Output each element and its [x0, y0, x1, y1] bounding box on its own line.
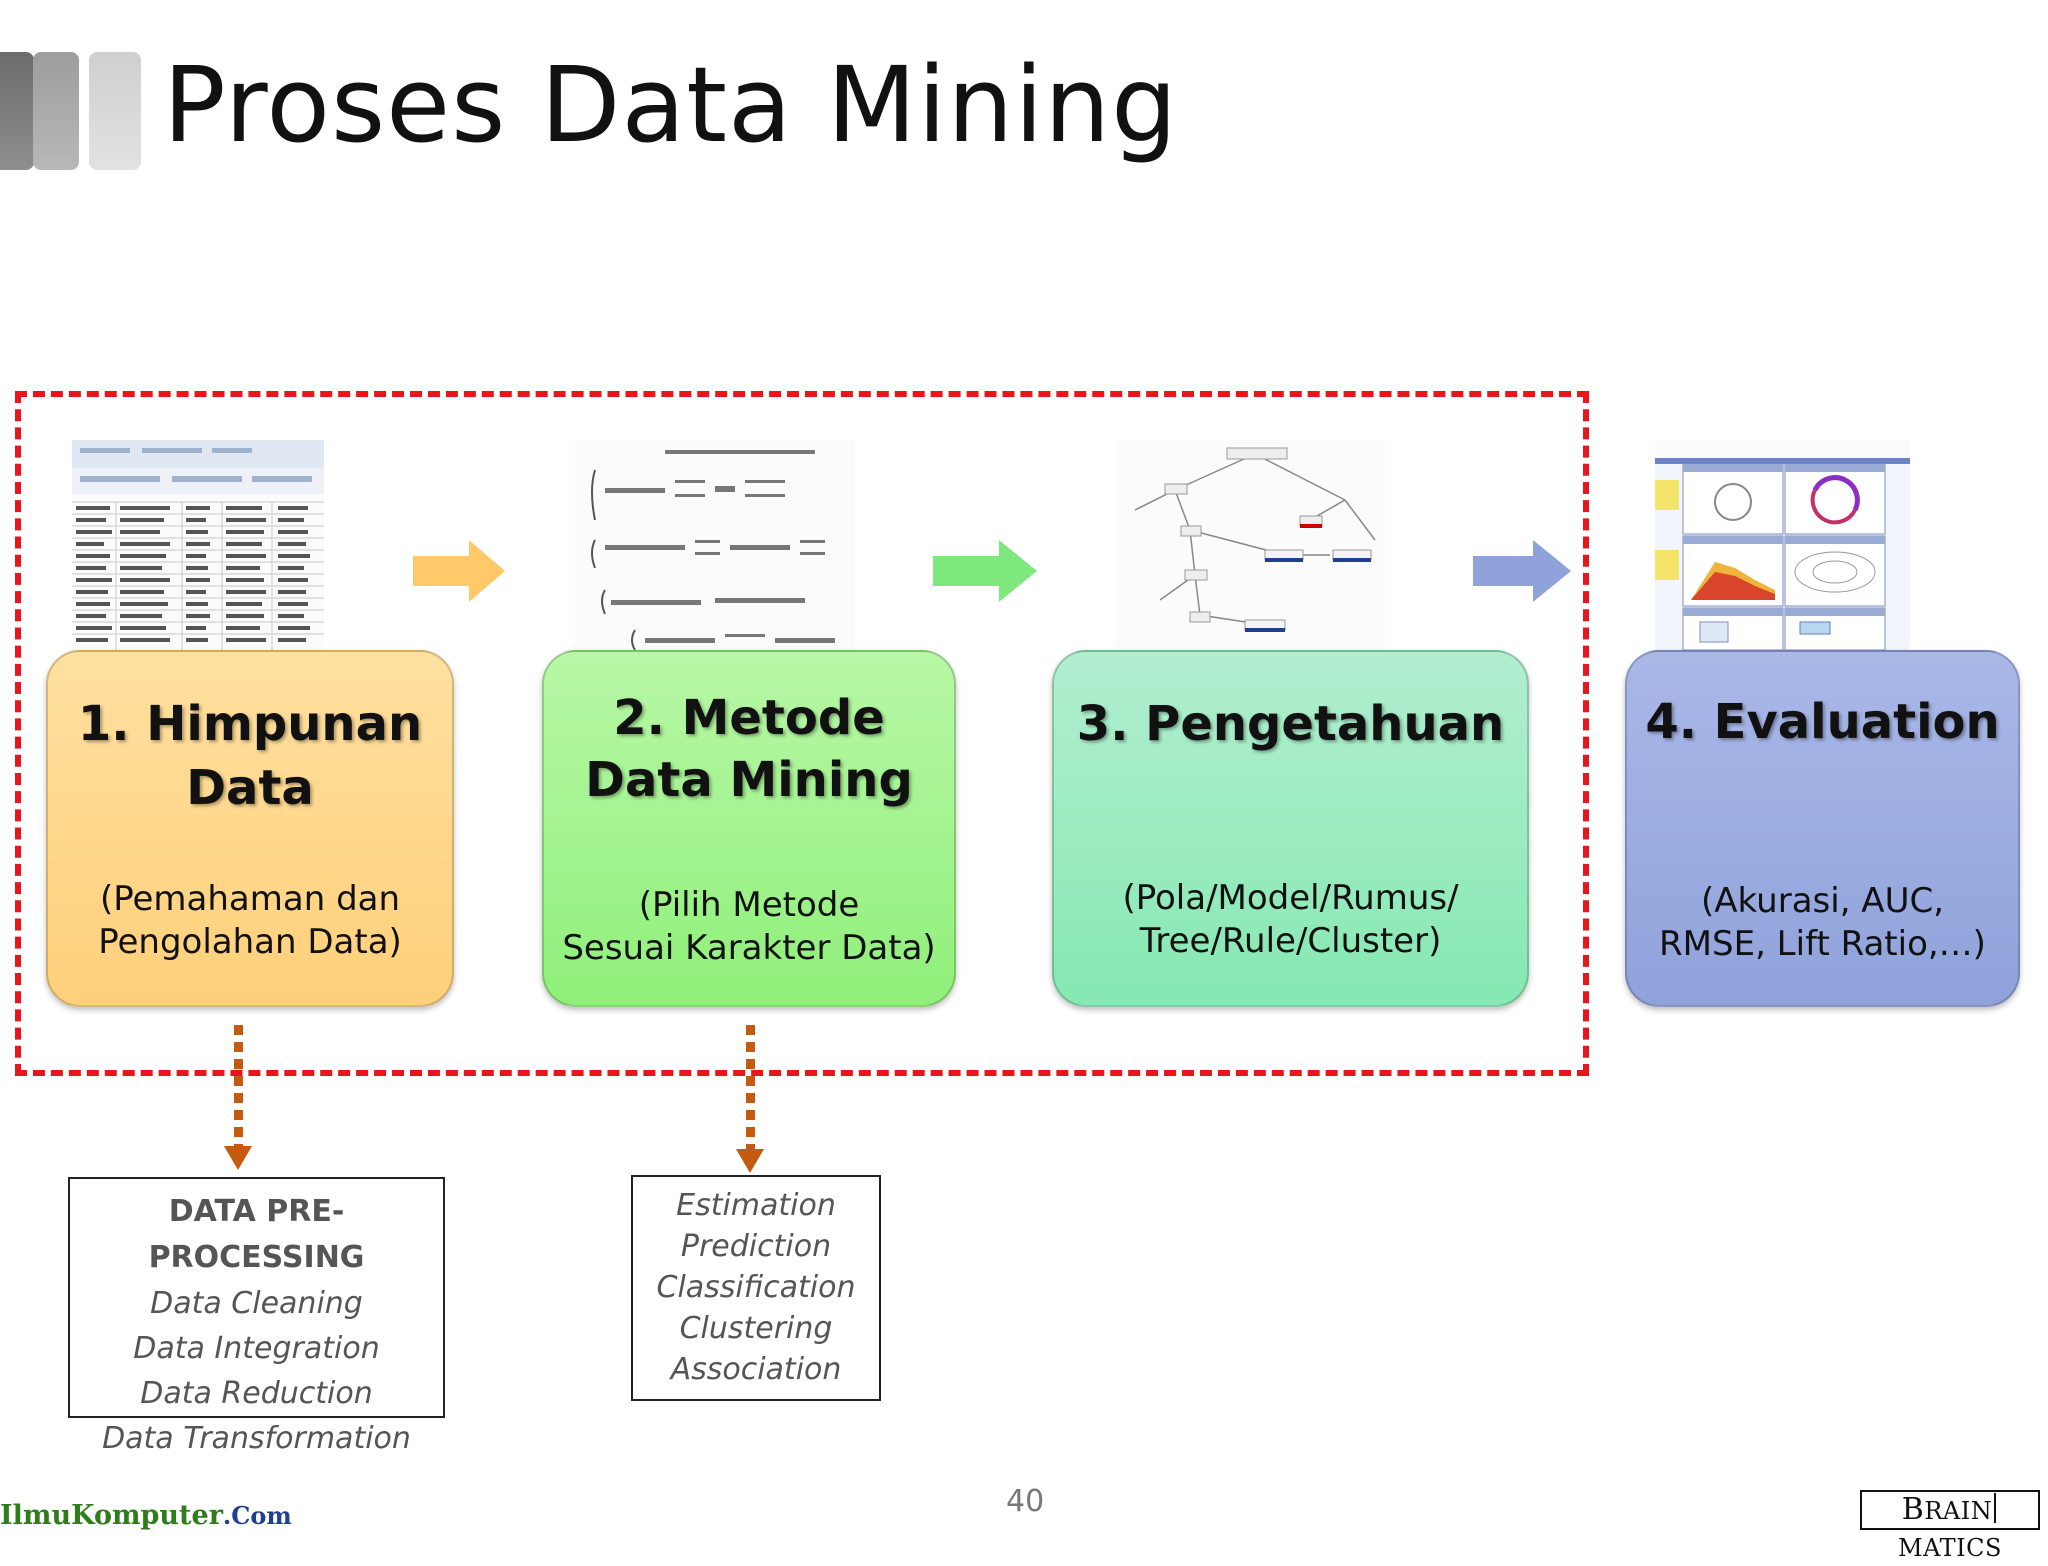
step-sub-line1: (Akurasi, AUC, [1701, 881, 1944, 921]
dotted-connector [746, 1025, 755, 1150]
list-item: Estimation [676, 1188, 836, 1223]
step-sub-line2: Pengolahan Data) [98, 922, 402, 962]
step-heading-line1: 1. Himpunan [77, 696, 423, 752]
step-sub-line2: Sesuai Karakter Data) [562, 928, 936, 968]
slide-title: Proses Data Mining [163, 44, 1179, 166]
step-sub-line1: (Pemahaman dan [99, 879, 401, 919]
decision-tree-thumbnail [1115, 440, 1385, 650]
arrow-right-icon [933, 540, 1037, 602]
formula-thumbnail [575, 440, 855, 650]
list-item: Clustering [679, 1311, 833, 1346]
list-item: Data Cleaning [150, 1286, 363, 1321]
list-item: Association [670, 1352, 842, 1387]
arrow-right-icon [413, 540, 505, 602]
list-item: Data Integration [133, 1331, 380, 1366]
dotted-connector [234, 1025, 243, 1147]
core-process-highlight-border [15, 391, 1589, 1076]
step-sub-line1: (Pola/Model/Rumus/ [1122, 878, 1459, 918]
preprocessing-heading: DATA PRE-PROCESSING [148, 1194, 365, 1275]
list-item: Prediction [680, 1229, 832, 1264]
step-sub-line1: (Pilih Metode [638, 885, 860, 925]
arrow-right-icon [1473, 540, 1571, 602]
process-models-thumbnail [1655, 440, 1910, 650]
list-item: Data Reduction [140, 1376, 373, 1411]
arrow-down-icon [224, 1146, 252, 1170]
page-number: 40 [1006, 1484, 1045, 1519]
step-metode-data-mining: 2. Metode Data Mining (Pilih Metode Sesu… [542, 650, 956, 1007]
ilmukomputer-logo: IlmuKomputer.Com [0, 1500, 292, 1531]
title-accent-bar-2 [33, 52, 79, 170]
title-accent-bar-1 [0, 52, 34, 170]
step-evaluation: 4. Evaluation (Akurasi, AUC, RMSE, Lift … [1625, 650, 2020, 1007]
step-pengetahuan: 3. Pengetahuan (Pola/Model/Rumus/ Tree/R… [1052, 650, 1529, 1007]
step-heading-line1: 2. Metode [613, 690, 885, 746]
preprocessing-box: DATA PRE-PROCESSING Data Cleaning Data I… [68, 1177, 445, 1456]
step-heading-line1: 4. Evaluation [1645, 694, 2000, 750]
list-item: Data Transformation [102, 1421, 411, 1456]
step-heading-line2: Data [186, 760, 314, 816]
list-item: Classification [656, 1270, 856, 1305]
arrow-down-icon [736, 1149, 764, 1173]
spreadsheet-thumbnail [72, 440, 324, 650]
title-accent-bar-3 [89, 52, 141, 170]
step-sub-line2: Tree/Rule/Cluster) [1139, 921, 1442, 961]
step-himpunan-data: 1. Himpunan Data (Pemahaman dan Pengolah… [46, 650, 454, 1007]
step-sub-line2: RMSE, Lift Ratio,…) [1659, 924, 1986, 964]
step-heading-line2: Data Mining [585, 752, 913, 808]
brainmatics-logo: BRAINMATICS [1860, 1490, 2040, 1562]
methods-box: Estimation Prediction Classification Clu… [631, 1175, 881, 1401]
step-heading-line1: 3. Pengetahuan [1076, 696, 1505, 752]
